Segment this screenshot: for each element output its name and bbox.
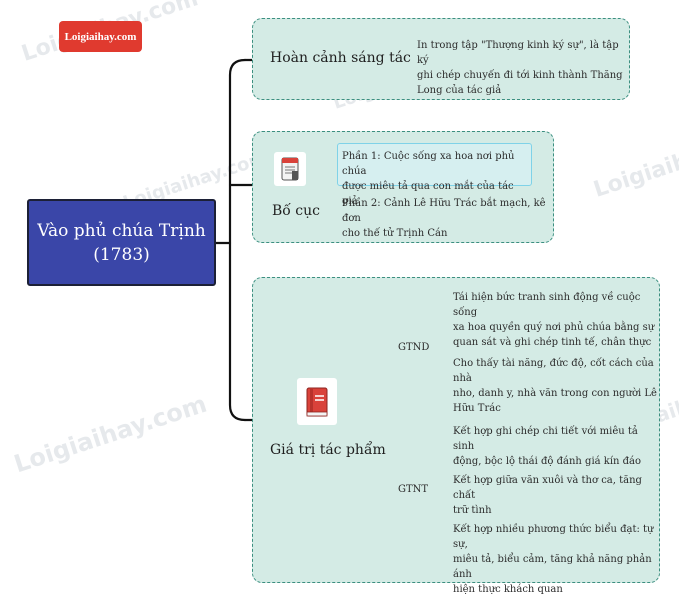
hoan-canh-note: In trong tập "Thượng kinh ký sự", là tập… [417,40,623,96]
gtnt-item-3: Kết hợp nhiều phương thức biểu đạt: tự s… [453,524,654,595]
root-title: Vào phủ chúa Trịnh [37,220,206,241]
gtnd-label: GTND [398,342,430,353]
root-year: (1783) [93,244,150,265]
gtnt-label: GTNT [398,484,429,495]
gtnt-item-2: Kết hợp giữa văn xuôi và thơ ca, tăng ch… [453,475,642,516]
bo-cuc-part-2: Phần 2: Cảnh Lê Hữu Trác bắt mạch, kê đơ… [342,198,546,239]
root-node: Vào phủ chúa Trịnh (1783) [27,199,216,286]
book-icon [297,378,337,425]
document-icon [274,152,306,186]
gia-tri-box [252,277,660,583]
hoan-canh-box [252,18,630,100]
hoan-canh-title: Hoàn cảnh sáng tác [270,50,411,66]
bo-cuc-part-1: Phần 1: Cuộc sống xa hoa nơi phủ chúa đư… [342,151,515,207]
gtnt-item-1: Kết hợp ghi chép chi tiết với miêu tả si… [453,426,642,467]
logo: Loigiaihay.com [59,21,142,52]
bo-cuc-title: Bố cục [272,203,321,219]
gtnd-item-2: Cho thấy tài năng, đức độ, cốt cách của … [453,358,657,414]
gia-tri-title: Giá trị tác phẩm [270,442,386,458]
bo-cuc-part-1-highlight [337,143,532,186]
gtnd-item-1: Tái hiện bức tranh sinh động về cuộc sốn… [453,292,655,348]
